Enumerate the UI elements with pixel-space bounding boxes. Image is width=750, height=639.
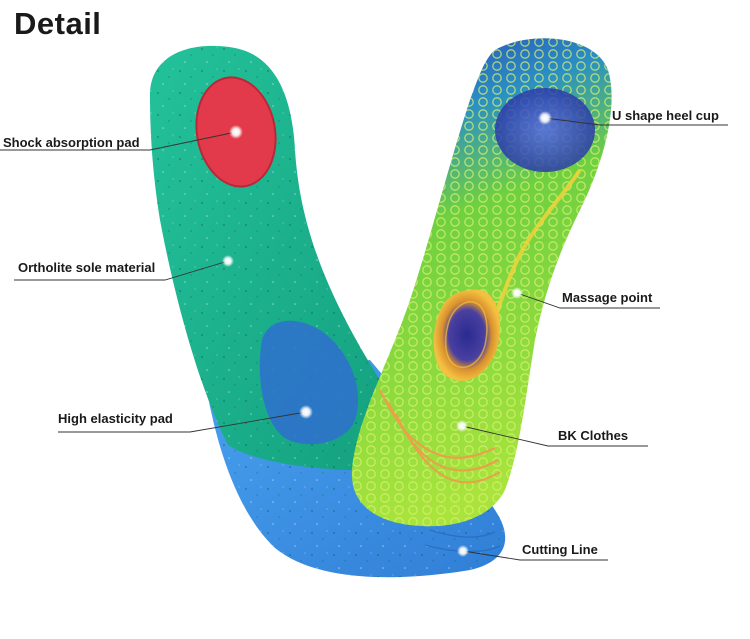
bk-clothes-wave-3	[395, 413, 501, 484]
leader-bk-clothes	[461, 425, 648, 447]
markers	[222, 111, 552, 557]
label-cutting-line: Cutting Line	[522, 542, 598, 557]
leader-high-elasticity	[58, 411, 307, 433]
marker-bk-clothes	[456, 420, 468, 432]
label-u-shape-heel-cup: U shape heel cup	[612, 108, 719, 123]
leader-massage	[516, 292, 660, 309]
label-shock-absorption-pad: Shock absorption pad	[3, 135, 140, 150]
bk-clothes-wave-2	[387, 401, 499, 472]
label-high-elasticity-pad: High elasticity pad	[58, 411, 173, 426]
leader-shock-absorption	[0, 131, 237, 151]
leader-ortholite	[14, 260, 229, 281]
marker-ortholite	[222, 255, 234, 267]
marker-high-elasticity	[299, 405, 313, 419]
marker-shock-absorption	[229, 125, 243, 139]
marker-u-shape	[538, 111, 552, 125]
leader-u-shape	[544, 117, 728, 126]
marker-cutting-line	[457, 545, 469, 557]
massage-ring-inner	[445, 301, 488, 368]
marker-massage	[511, 287, 523, 299]
cutting-line-1	[429, 529, 496, 538]
leader-lines	[0, 117, 728, 561]
high-elasticity-pad-shape	[259, 320, 359, 445]
leader-cutting-line	[462, 550, 608, 561]
page-title: Detail	[14, 6, 102, 41]
label-bk-clothes: BK Clothes	[558, 428, 629, 443]
u-shape-heel-cup-shape	[495, 88, 595, 172]
label-ortholite-sole-material: Ortholite sole material	[18, 260, 156, 275]
label-massage-point: Massage point	[562, 290, 653, 305]
